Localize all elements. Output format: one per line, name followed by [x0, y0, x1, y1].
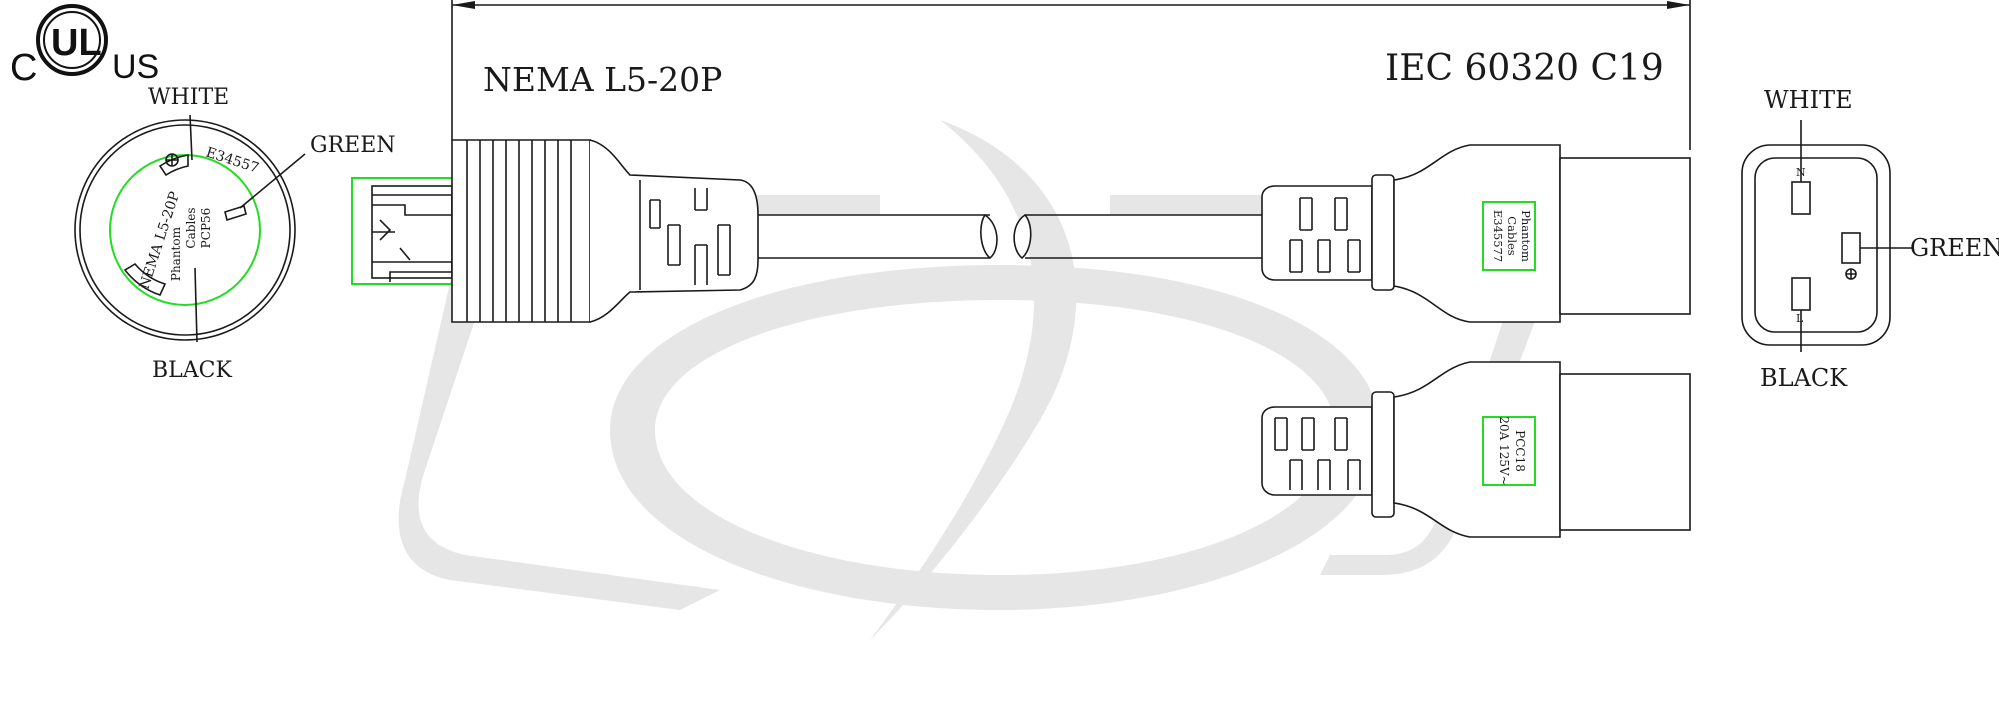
svg-text:Phantom: Phantom: [169, 226, 183, 281]
right-label-black: BLACK: [1760, 364, 1848, 392]
nema-plug-face: E34557 NEMA L5-20P Phantom Cables PCP56 …: [74, 85, 396, 383]
black-blade: [123, 262, 167, 296]
pin-l-slot: [1791, 277, 1811, 311]
cable: [758, 213, 1262, 260]
plug-blade-highlight: [351, 177, 455, 285]
ground-slot: [1841, 232, 1861, 264]
label-a-line-1: Phantom: [1519, 210, 1533, 262]
right-label-green: GREEN: [1910, 234, 1999, 262]
face-body-line-3: PCP56: [199, 208, 213, 249]
right-label-white: WHITE: [1764, 86, 1853, 114]
label-b-line-1: PCC18: [1513, 430, 1527, 472]
c19-connector-bottom: PCC18 20A 125V~: [1261, 361, 1691, 538]
ul-listing-mark: C UL US: [10, 4, 159, 89]
label-box-b: [1482, 416, 1536, 486]
ul-mark-letters: UL: [51, 22, 102, 64]
c19-connector-top: Phantom Cables E345577: [1261, 144, 1691, 323]
label-a-line-3: E345577: [1491, 210, 1505, 262]
face-body-line-2: Cables: [184, 207, 198, 248]
left-label-white: WHITE: [148, 85, 229, 110]
ground-blade: [224, 204, 247, 222]
face-body-line-1: Phantom: [169, 226, 183, 281]
right-connector-title: IEC 60320 C19: [1385, 48, 1664, 89]
ul-us-letters: US: [112, 48, 159, 86]
dimension-line: [451, 0, 1691, 150]
label-b-line-2: 20A 125V~: [1497, 416, 1511, 485]
left-label-black: BLACK: [152, 358, 232, 383]
c19-face: N L WHITE GREEN BLACK: [1741, 86, 1999, 392]
label-a-line-2: Cables: [1505, 216, 1519, 256]
left-label-green: GREEN: [310, 133, 396, 158]
nema-plug-body: [351, 139, 759, 323]
pin-l-label: L: [1796, 312, 1804, 325]
left-plug-title: NEMA L5-20P: [483, 60, 722, 99]
label-box-a: [1482, 201, 1536, 271]
ul-c-letter: C: [10, 47, 37, 89]
pin-n-slot: [1791, 181, 1811, 215]
